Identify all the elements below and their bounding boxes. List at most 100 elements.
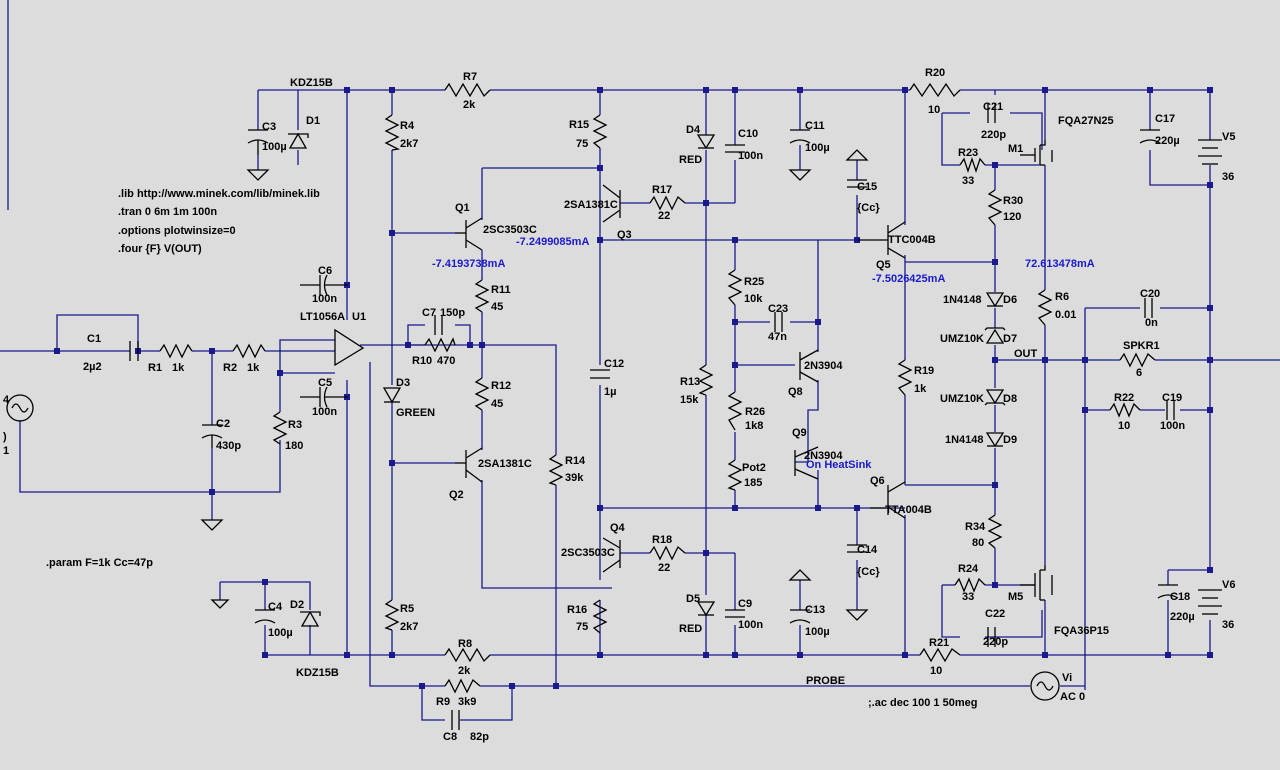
directive-lib[interactable]: .lib http://www.minek.com/lib/minek.lib (118, 188, 320, 200)
r10-symbol[interactable] (424, 337, 456, 353)
r25-value: 10k (744, 293, 763, 305)
m5-symbol[interactable] (1020, 565, 1053, 601)
d4-symbol[interactable] (696, 134, 716, 150)
d8-symbol[interactable] (984, 389, 1006, 406)
r3-symbol[interactable] (272, 411, 288, 445)
directive-param[interactable]: .param F=1k Cc=47p (46, 557, 153, 569)
q3-model: 2SA1381C (564, 199, 618, 211)
q6-symbol[interactable] (870, 481, 906, 519)
r19-symbol[interactable] (897, 359, 913, 396)
r14-symbol[interactable] (548, 454, 564, 486)
r15-name: R15 (569, 119, 589, 131)
c5-symbol[interactable] (300, 386, 347, 408)
u1-symbol[interactable] (334, 328, 365, 367)
d1-symbol[interactable] (288, 132, 309, 149)
q8-symbol[interactable] (799, 349, 819, 383)
r10-name: R10 (412, 355, 432, 367)
r15-symbol[interactable] (592, 114, 608, 149)
r21-symbol[interactable] (919, 647, 961, 663)
v5-symbol[interactable] (1198, 139, 1222, 165)
r30-symbol[interactable] (987, 189, 1003, 226)
r26-symbol[interactable] (727, 391, 743, 431)
r8-symbol[interactable] (444, 647, 491, 663)
directive-options[interactable]: .options plotwinsize=0 (118, 225, 236, 237)
r3-name: R3 (288, 419, 302, 431)
d6-symbol[interactable] (985, 292, 1005, 308)
r12-value: 45 (491, 398, 503, 410)
net-out-label[interactable]: OUT (1014, 348, 1038, 360)
c4-symbol[interactable] (254, 609, 276, 624)
directive-four[interactable]: .four {F} V(OUT) (118, 243, 202, 255)
r6-symbol[interactable] (1037, 289, 1053, 326)
c6-symbol[interactable] (300, 274, 347, 296)
c19-symbol[interactable] (1166, 400, 1175, 420)
c1-symbol[interactable] (129, 341, 139, 361)
net-probe-label[interactable]: PROBE (806, 675, 845, 687)
r24-symbol[interactable] (954, 577, 986, 593)
input-source-symbol[interactable] (6, 394, 34, 422)
r18-symbol[interactable] (649, 545, 686, 561)
m1-symbol[interactable] (1020, 140, 1053, 166)
q5-symbol[interactable] (858, 221, 906, 259)
r13-symbol[interactable] (698, 364, 714, 396)
q1-symbol[interactable] (455, 217, 483, 251)
directive-tran[interactable]: .tran 0 6m 1m 100n (118, 206, 217, 218)
c10-symbol[interactable] (725, 144, 745, 153)
r25-symbol[interactable] (727, 269, 743, 306)
d3-symbol[interactable] (382, 387, 402, 404)
q9-symbol[interactable] (794, 446, 819, 480)
c8-symbol[interactable] (451, 710, 460, 730)
r20-symbol[interactable] (909, 82, 961, 98)
m5-model: FQA36P15 (1054, 625, 1109, 637)
d7-symbol[interactable] (984, 327, 1006, 344)
c3-symbol[interactable] (247, 129, 269, 155)
r11-symbol[interactable] (474, 279, 490, 313)
pot2-symbol[interactable] (727, 459, 743, 491)
u1-model: LT1056A (300, 311, 345, 323)
r22-symbol[interactable] (1109, 402, 1141, 418)
r23-symbol[interactable] (959, 156, 986, 174)
c14-symbol[interactable] (847, 544, 867, 553)
spkr1-symbol[interactable] (1119, 352, 1156, 368)
c1-value: 2µ2 (83, 361, 102, 373)
q2-symbol[interactable] (455, 447, 483, 483)
c12-symbol[interactable] (590, 369, 610, 379)
c11-symbol[interactable] (789, 129, 811, 144)
r5-symbol[interactable] (384, 599, 400, 631)
c17-symbol[interactable] (1139, 129, 1161, 144)
r9-symbol[interactable] (444, 678, 481, 694)
c2-symbol[interactable] (201, 424, 223, 448)
q3-symbol[interactable] (602, 184, 621, 223)
c13-symbol[interactable] (789, 609, 811, 624)
r7-symbol[interactable] (444, 82, 491, 98)
r2-symbol[interactable] (232, 343, 266, 359)
q5-name: Q5 (876, 259, 891, 271)
c20-symbol[interactable] (1144, 298, 1153, 318)
r34-symbol[interactable] (987, 514, 1003, 549)
src-in-v1: ) (3, 431, 7, 443)
r12-symbol[interactable] (474, 377, 490, 411)
c21-symbol[interactable] (987, 103, 996, 123)
d2-symbol[interactable] (300, 610, 321, 627)
c15-symbol[interactable] (847, 179, 867, 188)
r15-value: 75 (576, 138, 588, 150)
d9-symbol[interactable] (985, 432, 1005, 448)
r17-symbol[interactable] (649, 195, 686, 211)
q4-symbol[interactable] (602, 537, 621, 573)
r16-symbol[interactable] (592, 599, 608, 634)
q6-name: Q6 (870, 475, 885, 487)
r18-value: 22 (658, 562, 670, 574)
directive-ac[interactable]: ;.ac dec 100 1 50meg (868, 697, 977, 709)
c22-symbol[interactable] (987, 627, 996, 647)
c18-symbol[interactable] (1157, 584, 1179, 599)
r1-symbol[interactable] (159, 343, 193, 359)
c7-symbol[interactable] (434, 315, 443, 335)
d4-name: D4 (686, 124, 701, 136)
c23-symbol[interactable] (774, 312, 783, 332)
c9-symbol[interactable] (725, 609, 745, 618)
v6-symbol[interactable] (1198, 589, 1222, 615)
r4-symbol[interactable] (384, 114, 401, 151)
vi-source-symbol[interactable] (1030, 671, 1060, 701)
d5-symbol[interactable] (696, 601, 716, 617)
